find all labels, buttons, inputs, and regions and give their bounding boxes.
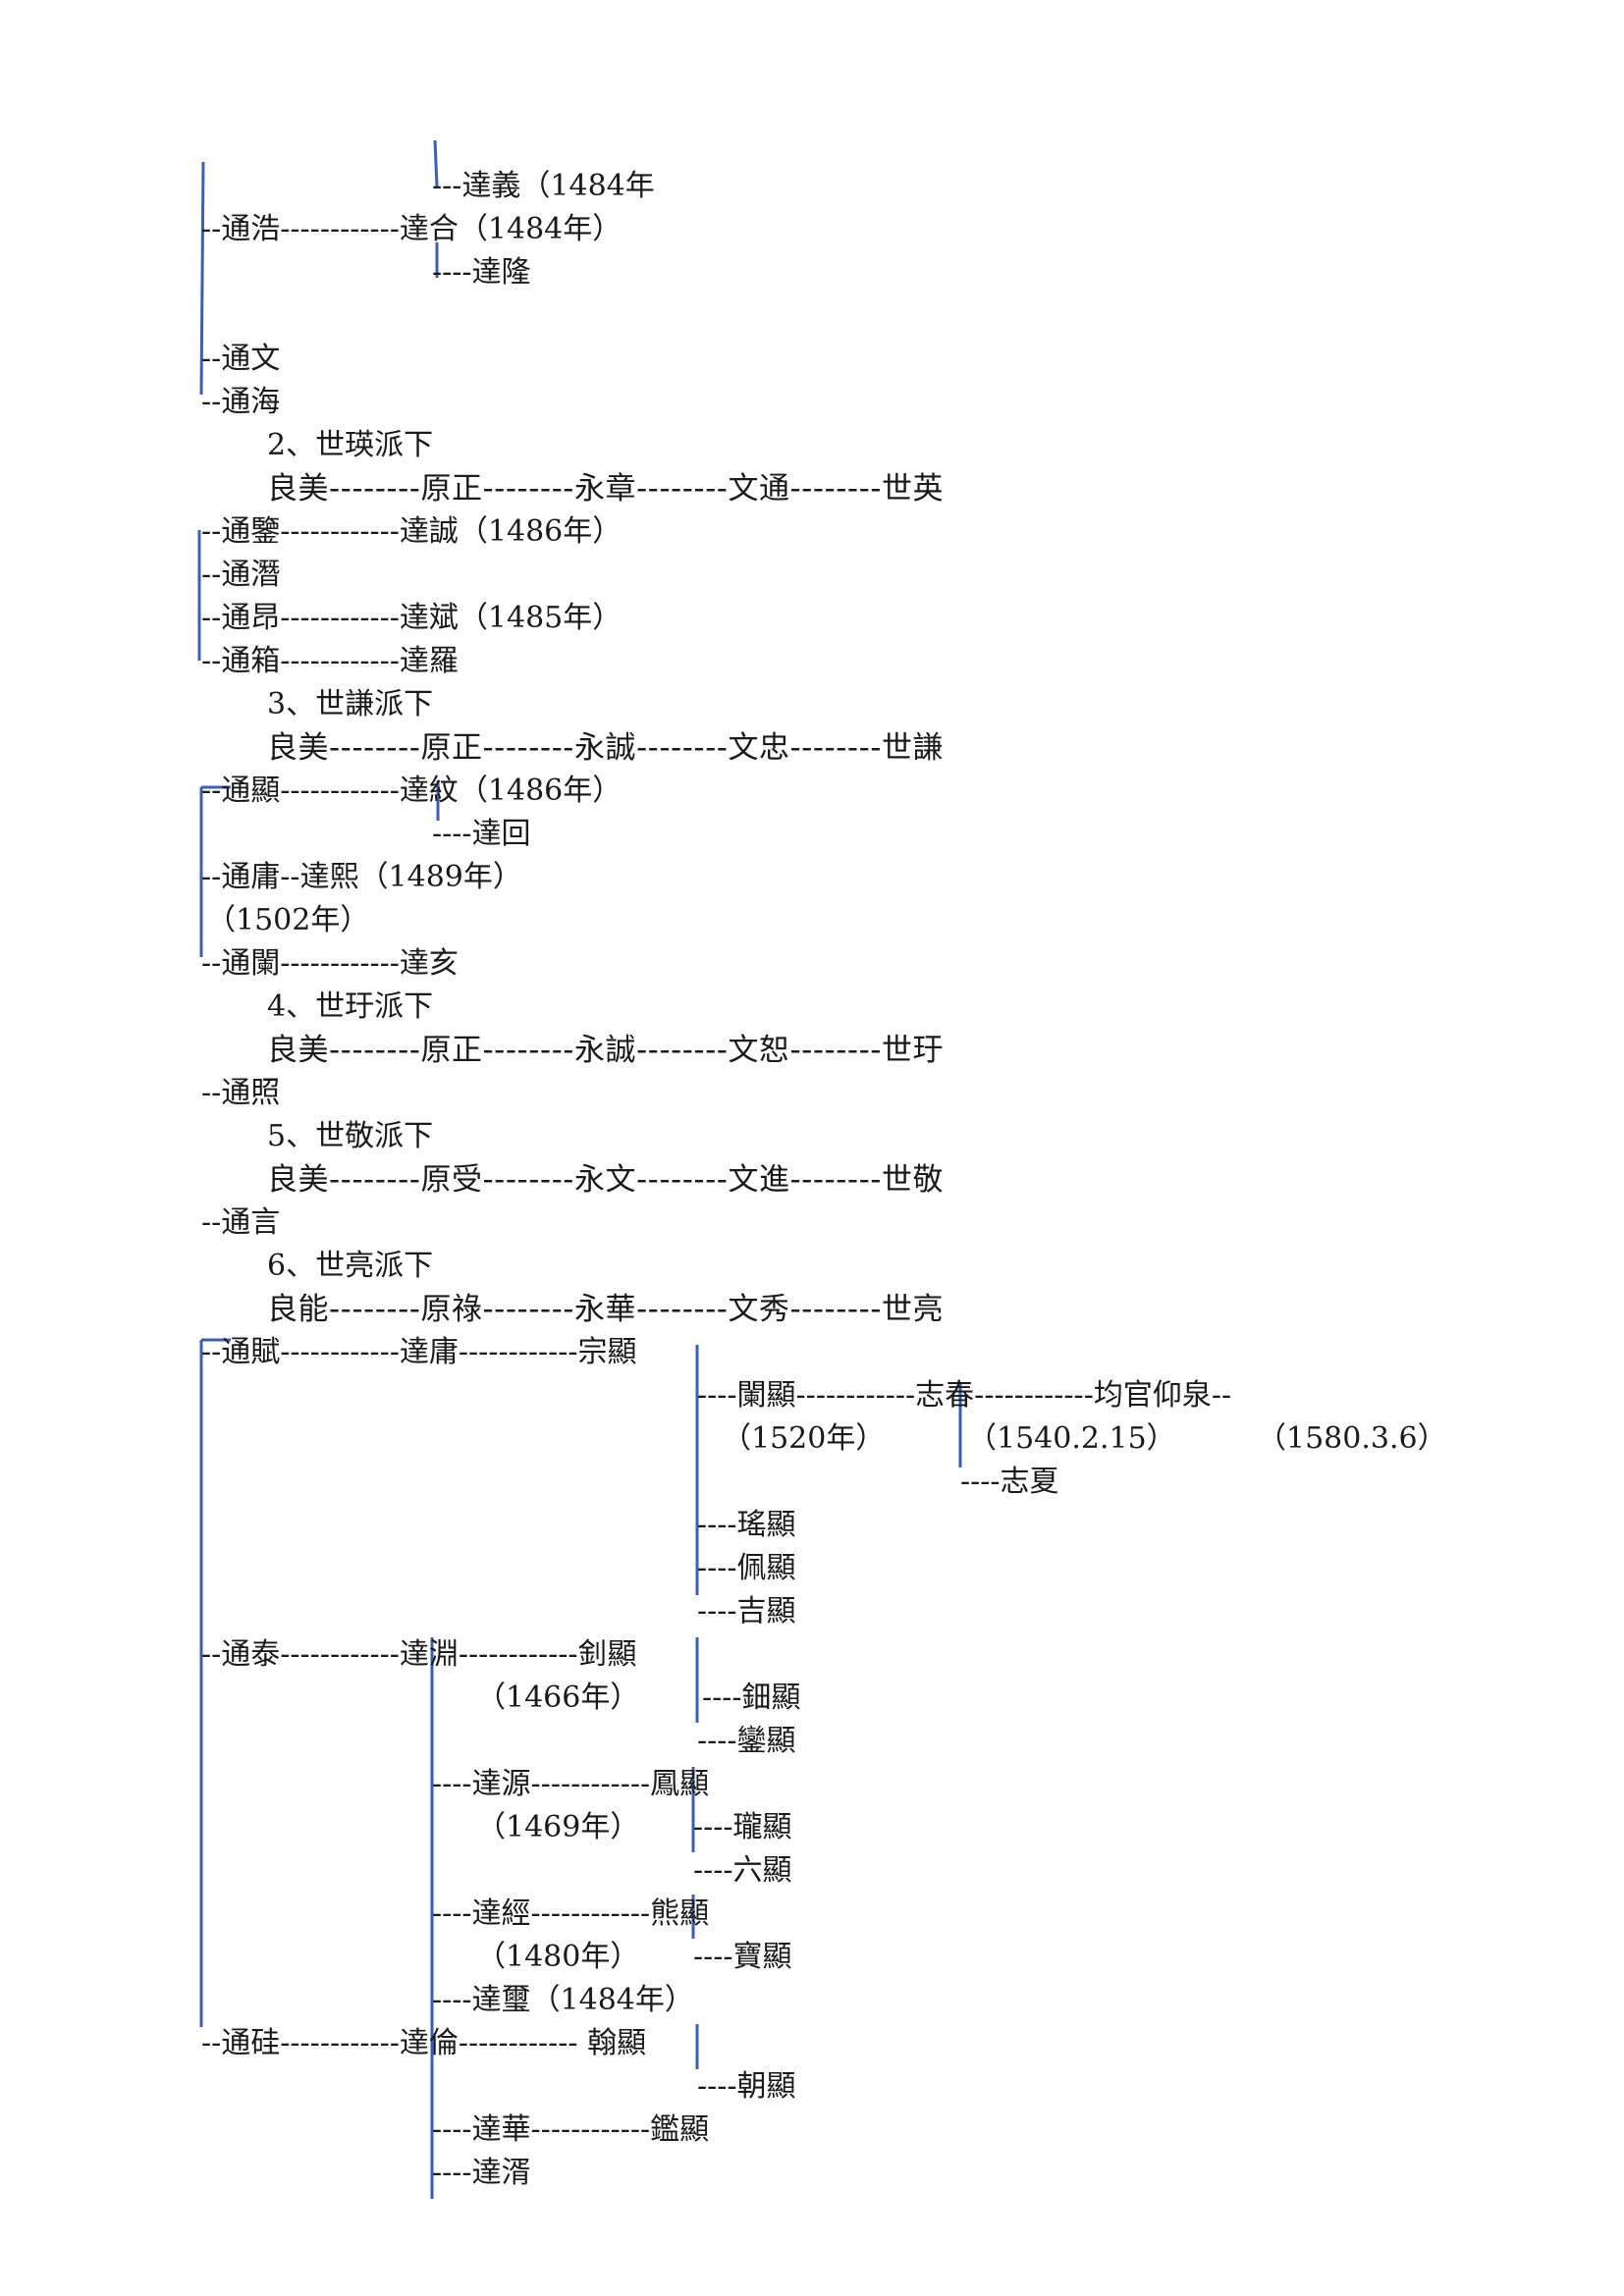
section-5-title: 5、世敬派下 [267,1119,434,1153]
section-2-row-4: --通箱------------達羅 [201,644,459,678]
lanxian-entry: ----闌顯------------志春------------均官仰泉-- [697,1378,1232,1413]
section-2-generation-line: 良美--------原正--------永章--------文通--------… [267,471,944,507]
tongfu-entry: --通賦------------達庸------------宗顯 [201,1335,637,1369]
section-3-row-2: ----達回 [432,817,531,851]
chaoxian-entry: ----朝顯 [697,2069,796,2104]
section-5-row-1: --通言 [201,1205,281,1240]
section-6-generation-line: 良能--------原祿--------永華--------文秀--------… [267,1292,944,1327]
yaoxian-entry: ----瑤顯 [697,1508,796,1542]
longxian-entry: ----瓏顯 [693,1810,792,1844]
dajing-entry: ----達經------------熊顯 [432,1896,710,1931]
tongtai-entry: --通泰------------達淵------------釗顯 [201,1637,637,1672]
section-3-row-4: （1502年） [206,903,370,937]
section-3-row-5: --通闌------------達亥 [201,946,459,981]
lanxian-year: （1520年） [722,1421,886,1456]
section-6-title: 6、世亮派下 [267,1249,434,1283]
dahua-entry: ----達華------------鑑顯 [432,2112,710,2147]
dalong-entry: ----達隆 [432,255,531,290]
dianxian-entry: ----鈿顯 [702,1681,801,1715]
tonggui-entry: --通硅------------達倫------------ 翰顯 [201,2026,647,2060]
tongwen-entry: --通文 [201,342,281,376]
dayuan2-year: （1469年） [476,1810,640,1844]
connector-line [199,161,205,396]
dayi-entry: ---達義（1484年 [432,169,655,203]
tonghao-entry: --通浩------------達合（1484年） [201,212,623,246]
section-3-row-1: --通顯------------達紋（1486年） [201,774,623,808]
zhixia-entry: ----志夏 [960,1465,1059,1499]
section-4-row-1: --通照 [201,1076,281,1110]
dajing-year: （1480年） [476,1940,640,1974]
section-3-row-3: --通庸--達熙（1489年） [201,860,522,894]
connector-line [433,139,439,187]
dayuan2-entry: ----達源------------鳳顯 [432,1767,710,1801]
luanxian-entry: ----鑾顯 [697,1724,796,1758]
section-3-generation-line: 良美--------原正--------永誠--------文忠--------… [267,730,944,766]
dayuan-year: （1466年） [476,1681,640,1715]
peixian-entry: ----佩顯 [697,1551,796,1585]
junguan-date: （1580.3.6） [1257,1421,1447,1456]
section-2-title: 2、世瑛派下 [267,428,434,462]
section-2-row-1: --通鑒------------達誠（1486年） [201,514,623,549]
section-2-row-3: --通昂------------達斌（1485年） [201,601,623,635]
baoxian-entry: ----寶顯 [693,1940,792,1974]
daxu-entry: ----達湑 [432,2156,531,2190]
section-3-title: 3、世謙派下 [267,687,434,721]
zhichun-date: （1540.2.15） [967,1421,1176,1456]
daxi-entry: ----達璽（1484年） [432,1983,694,2017]
section-4-title: 4、世玗派下 [267,989,434,1024]
tonghai-entry: --通海 [201,385,281,419]
section-5-generation-line: 良美--------原受--------永文--------文進--------… [267,1162,944,1198]
jixian-entry: ----吉顯 [697,1594,796,1629]
section-2-row-2: --通潛 [201,558,281,592]
liuxian-entry: ----六顯 [693,1853,792,1888]
section-4-generation-line: 良美--------原正--------永誠--------文恕--------… [267,1033,944,1068]
